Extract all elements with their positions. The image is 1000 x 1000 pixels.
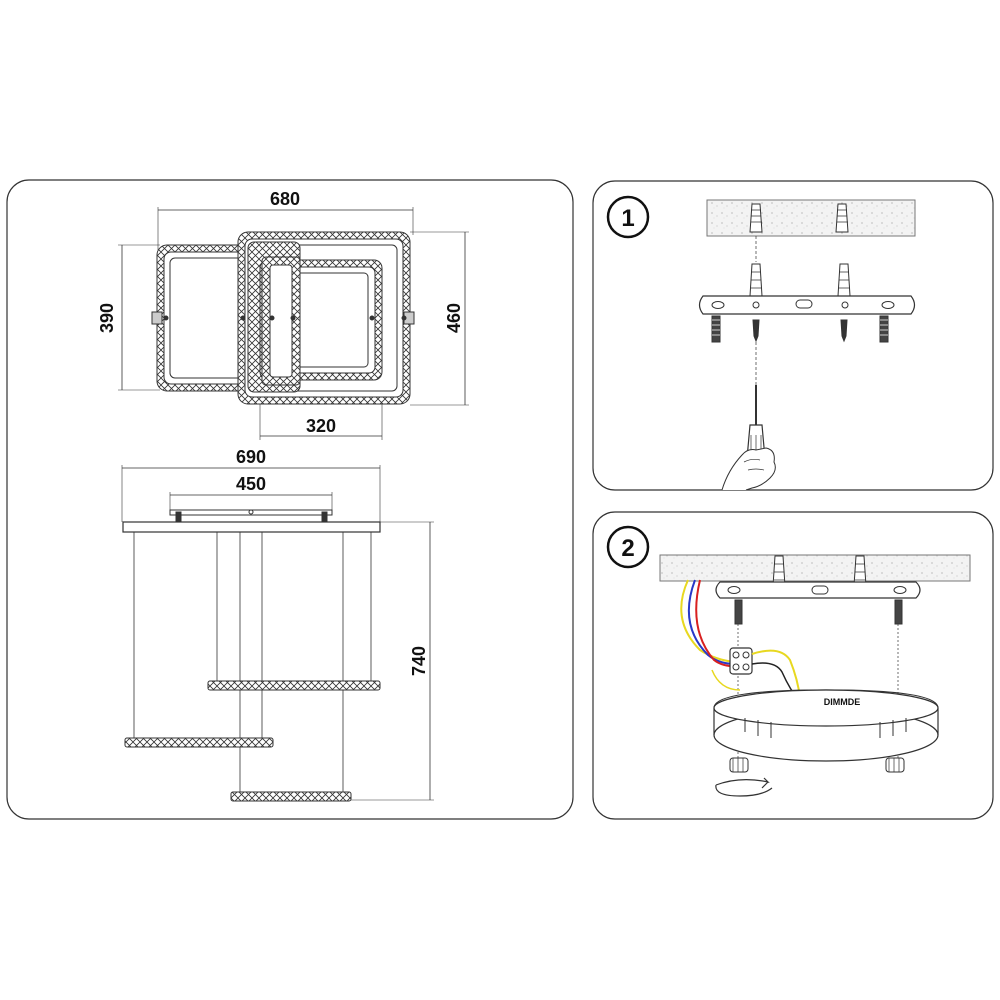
dim-side-canopy-width: 450 [236,474,266,494]
dim-side-overall-width: 690 [236,447,266,467]
rotate-arrow-icon [715,777,773,797]
dim-top-right-height: 460 [444,303,464,333]
mounting-bracket [698,295,916,315]
step-1-badge [606,195,650,239]
screw-icon [711,315,889,343]
ceiling [706,199,916,237]
step-1-panel: 1 [592,180,994,491]
step-2-number: 2 [621,535,634,562]
dim-side-height: 740 [409,646,429,676]
step-1-number: 1 [621,205,634,232]
dimensions-panel: 680 390 460 320 [6,179,574,820]
dim-top-left-height: 390 [97,303,117,333]
step-2-badge [606,525,650,569]
step-2-panel: 2 [592,511,994,820]
terminal-block-icon [729,647,753,675]
side-view [121,465,434,802]
ceiling [659,554,971,582]
top-view [118,207,469,440]
wall-plug-icon [749,203,849,233]
dim-top-width: 680 [270,189,300,209]
driver-label: DIMMDE [824,697,861,707]
dimensions-panel-frame [6,179,574,820]
step-1-frame [592,180,994,491]
dim-top-inner-width: 320 [306,416,336,436]
hand-icon [721,447,776,491]
